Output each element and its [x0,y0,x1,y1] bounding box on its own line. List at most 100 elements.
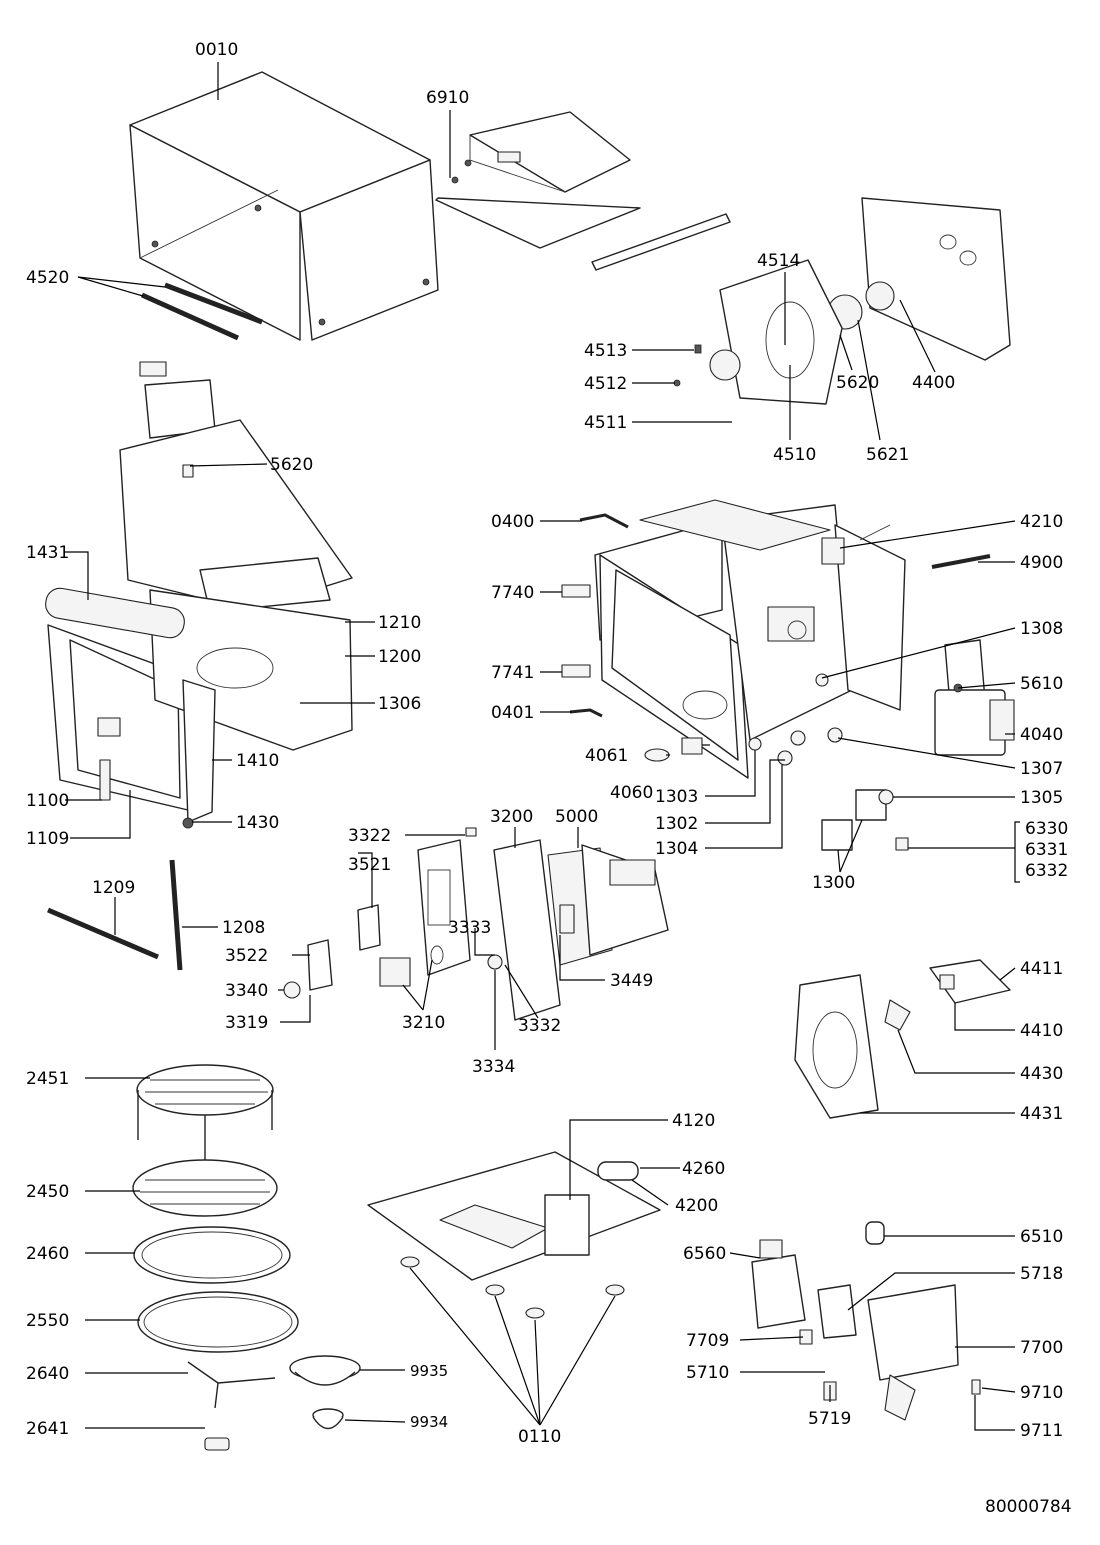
callout-3521: 3521 [348,855,391,875]
callout-4430: 4430 [1020,1064,1063,1084]
part-1200-door-assembly [45,587,353,829]
document-reference-number: 80000784 [985,1497,1072,1517]
callout-6560: 6560 [683,1244,726,1264]
callout-1109: 1109 [26,829,69,849]
callout-4060: 4060 [610,783,653,803]
part-9935-9934-accessories [289,1355,361,1430]
part-5620-back-frame [119,361,353,613]
callout-9711: 9711 [1020,1421,1063,1441]
callout-4513: 4513 [584,341,627,361]
part-0110-base-plate [367,1151,661,1319]
callout-1200: 1200 [378,647,421,667]
callout-4120: 4120 [672,1111,715,1131]
callout-9935: 9935 [410,1362,448,1380]
callout-0401: 0401 [491,703,534,723]
callout-6910: 6910 [426,88,469,108]
callout-0400: 0400 [491,512,534,532]
callout-0010: 0010 [195,40,238,60]
callout-1308: 1308 [1020,619,1063,639]
callout-9710: 9710 [1020,1383,1063,1403]
part-small-cavity-items [561,513,991,766]
part-door-latch-group [751,1221,981,1421]
callout-4900: 4900 [1020,553,1063,573]
callout-4400: 4400 [912,373,955,393]
callout-4410: 4410 [1020,1021,1063,1041]
callout-3200: 3200 [490,807,533,827]
callout-9934: 9934 [410,1413,448,1431]
callout-5620-upper: 5620 [836,373,879,393]
callout-1302: 1302 [655,814,698,834]
callout-4511: 4511 [584,413,627,433]
callout-labels: 0010 6910 4520 4514 4513 4512 4511 4510 … [26,40,1072,1517]
callout-3340: 3340 [225,981,268,1001]
part-1300-switches [821,789,909,851]
part-4520-heating-rods [140,282,263,341]
callout-5719: 5719 [808,1409,851,1429]
callout-3522: 3522 [225,946,268,966]
callout-1208: 1208 [222,918,265,938]
callout-1304: 1304 [655,839,698,859]
callout-6331: 6331 [1025,840,1068,860]
callout-1100: 1100 [26,791,69,811]
callout-5621: 5621 [866,445,909,465]
callout-1300: 1300 [812,873,855,893]
callout-1306: 1306 [378,694,421,714]
callout-6332: 6332 [1025,861,1068,881]
callout-4200: 4200 [675,1196,718,1216]
callout-6510: 6510 [1020,1227,1063,1247]
callout-0110: 0110 [518,1427,561,1447]
part-4431-fan-duct [794,959,1011,1119]
callout-2641: 2641 [26,1419,69,1439]
callout-3332: 3332 [518,1016,561,1036]
callout-4411: 4411 [1020,959,1063,979]
callout-1307: 1307 [1020,759,1063,779]
callout-3333: 3333 [448,918,491,938]
callout-7740: 7740 [491,583,534,603]
callout-3322: 3322 [348,826,391,846]
part-0010-outer-cabinet [129,71,439,341]
callout-4431: 4431 [1020,1104,1063,1124]
callout-7700: 7700 [1020,1338,1063,1358]
callout-3449: 3449 [610,971,653,991]
callout-4260: 4260 [682,1159,725,1179]
callout-2550: 2550 [26,1311,69,1331]
callout-1210: 1210 [378,613,421,633]
callout-1430: 1430 [236,813,279,833]
part-racks-and-turntable [132,1064,299,1451]
callout-1431: 1431 [26,543,69,563]
callout-4040: 4040 [1020,725,1063,745]
callout-3319: 3319 [225,1013,268,1033]
part-6910-top-cover [435,111,731,271]
callout-4512: 4512 [584,374,627,394]
part-1209-1208-gaskets [47,859,183,971]
callout-1410: 1410 [236,751,279,771]
callout-2451: 2451 [26,1069,69,1089]
callout-5000: 5000 [555,807,598,827]
callout-1209: 1209 [92,878,135,898]
callout-4520: 4520 [26,268,69,288]
callout-7709: 7709 [686,1331,729,1351]
part-control-panel [283,827,669,1021]
callout-4514: 4514 [757,251,800,271]
callout-2640: 2640 [26,1364,69,1384]
part-4040-transformer [934,639,1015,756]
callout-4061: 4061 [585,746,628,766]
part-cavity-assembly [594,499,906,779]
callout-2450: 2450 [26,1182,69,1202]
part-4400-convection-housing [673,197,1011,405]
callout-1303: 1303 [655,787,698,807]
callout-3334: 3334 [472,1057,515,1077]
callout-2460: 2460 [26,1244,69,1264]
leader-lines [65,62,1020,1431]
callout-5718: 5718 [1020,1264,1063,1284]
callout-3210: 3210 [402,1013,445,1033]
callout-4210: 4210 [1020,512,1063,532]
callout-5610: 5610 [1020,674,1063,694]
callout-7741: 7741 [491,663,534,683]
callout-5620-lower: 5620 [270,455,313,475]
callout-5710: 5710 [686,1363,729,1383]
callout-6330: 6330 [1025,819,1068,839]
callout-4510: 4510 [773,445,816,465]
callout-1305: 1305 [1020,788,1063,808]
